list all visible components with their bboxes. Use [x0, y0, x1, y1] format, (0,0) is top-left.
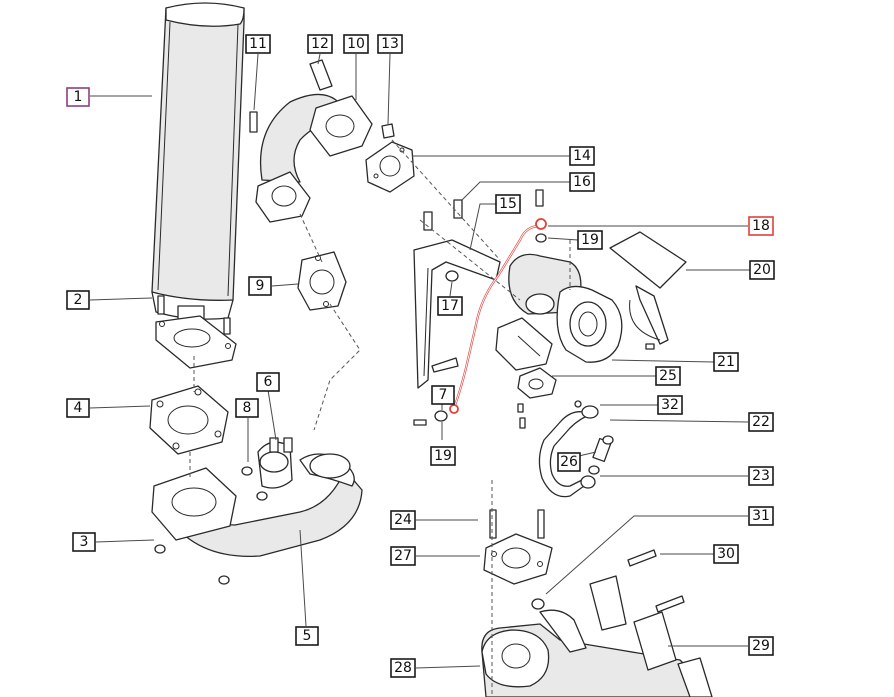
callout-29[interactable]: 29: [748, 636, 774, 656]
callout-4-label: 4: [74, 400, 83, 416]
part-stud-30[interactable]: [627, 549, 685, 613]
callout-10[interactable]: 10: [343, 34, 369, 54]
callout-12[interactable]: 12: [307, 34, 333, 54]
callout-13[interactable]: 13: [377, 34, 403, 54]
callout-32[interactable]: 32: [657, 395, 683, 415]
part-gasket-9[interactable]: [297, 251, 347, 311]
part-heat-shield-20[interactable]: [609, 231, 687, 345]
callout-5-label: 5: [303, 628, 312, 644]
callout-20[interactable]: 20: [749, 260, 775, 280]
callout-19-upper[interactable]: 19: [577, 230, 603, 250]
callout-22[interactable]: 22: [748, 412, 774, 432]
callout-25-label: 25: [659, 368, 677, 384]
callout-15-label: 15: [499, 196, 517, 212]
part-bracket-15[interactable]: [413, 189, 544, 389]
callout-27[interactable]: 27: [390, 546, 416, 566]
callout-20-label: 20: [753, 262, 771, 278]
part-gasket-27[interactable]: [483, 533, 553, 585]
part-nut-8[interactable]: [241, 466, 268, 501]
part-clamp-6[interactable]: [257, 437, 293, 489]
callout-9-label: 9: [256, 278, 265, 294]
callout-18[interactable]: 18: [748, 216, 774, 236]
callout-7-label: 7: [439, 387, 448, 403]
callout-2[interactable]: 2: [66, 290, 90, 310]
callout-16[interactable]: 16: [569, 172, 595, 192]
callout-29-label: 29: [752, 638, 770, 654]
callout-1-label: 1: [74, 89, 83, 105]
callout-18-label: 18: [752, 218, 770, 234]
part-gasket-14[interactable]: [365, 141, 415, 193]
part-small-hardware: [154, 343, 655, 585]
callout-17[interactable]: 17: [437, 296, 463, 316]
callout-2-label: 2: [74, 292, 83, 308]
callout-31[interactable]: 31: [748, 506, 774, 526]
callout-4[interactable]: 4: [66, 398, 90, 418]
part-muffler-flange[interactable]: [155, 295, 237, 369]
callout-31-label: 31: [752, 508, 770, 524]
callout-1[interactable]: 1: [66, 87, 90, 107]
callout-12-label: 12: [311, 36, 329, 52]
callout-28[interactable]: 28: [390, 658, 416, 678]
callout-30[interactable]: 30: [713, 544, 739, 564]
part-exhaust-elbow[interactable]: [249, 59, 395, 223]
callout-30-label: 30: [717, 546, 735, 562]
callout-17-label: 17: [441, 298, 459, 314]
callout-19-lower[interactable]: 19: [430, 446, 456, 466]
callout-21[interactable]: 21: [713, 352, 739, 372]
callout-14[interactable]: 14: [569, 146, 595, 166]
callout-10-label: 10: [347, 36, 365, 52]
callout-16-label: 16: [573, 174, 591, 190]
part-nut-31[interactable]: [531, 598, 545, 610]
callout-6[interactable]: 6: [256, 372, 280, 392]
callout-8-label: 8: [243, 400, 252, 416]
callout-24[interactable]: 24: [390, 510, 416, 530]
callout-9[interactable]: 9: [248, 276, 272, 296]
assembly-lines: [189, 139, 571, 697]
callout-8[interactable]: 8: [235, 398, 259, 418]
part-gasket-4[interactable]: [149, 385, 229, 455]
callout-6-label: 6: [264, 374, 273, 390]
callout-28-label: 28: [394, 660, 412, 676]
part-oil-feed-pipe[interactable]: [449, 218, 547, 414]
callout-11-label: 11: [249, 36, 267, 52]
part-exhaust-manifold[interactable]: [481, 575, 713, 697]
callout-32-label: 32: [661, 397, 679, 413]
callout-23[interactable]: 23: [748, 466, 774, 486]
part-turbocharger[interactable]: [495, 253, 623, 371]
part-gasket-25[interactable]: [517, 367, 557, 399]
callout-15[interactable]: 15: [495, 194, 521, 214]
callout-13-label: 13: [381, 36, 399, 52]
part-washer-19[interactable]: [434, 233, 547, 422]
callout-14-label: 14: [573, 148, 591, 164]
callout-19-upper-label: 19: [581, 232, 599, 248]
part-elbow-pipe[interactable]: [151, 453, 363, 558]
callout-23-label: 23: [752, 468, 770, 484]
callout-26[interactable]: 26: [557, 452, 581, 472]
part-stud-24[interactable]: [489, 509, 545, 539]
callout-26-label: 26: [560, 454, 578, 470]
callout-25[interactable]: 25: [655, 366, 681, 386]
callout-3[interactable]: 3: [72, 532, 96, 552]
callout-22-label: 22: [752, 414, 770, 430]
callout-7[interactable]: 7: [431, 385, 455, 405]
callout-19-lower-label: 19: [434, 448, 452, 464]
callout-21-label: 21: [717, 354, 735, 370]
callout-24-label: 24: [394, 512, 412, 528]
callout-5[interactable]: 5: [295, 626, 319, 646]
callout-27-label: 27: [394, 548, 412, 564]
callout-3-label: 3: [80, 534, 89, 550]
part-oil-return-pipe[interactable]: [538, 400, 614, 498]
callout-11[interactable]: 11: [245, 34, 271, 54]
leader-lines: [89, 53, 750, 669]
part-muffler[interactable]: [151, 2, 245, 337]
